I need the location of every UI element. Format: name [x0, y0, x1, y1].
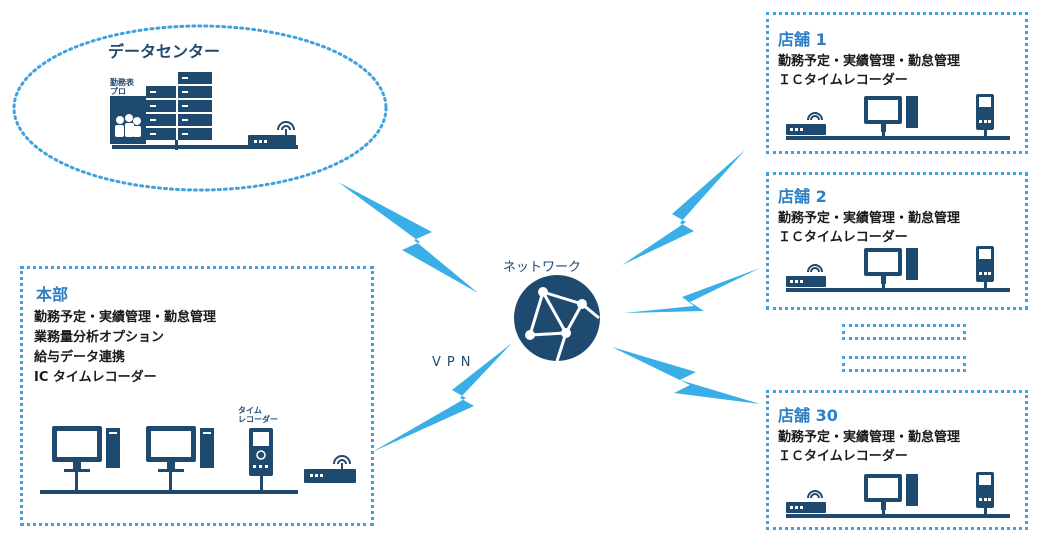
bolt-store1 [622, 150, 745, 265]
vpn-label: VPN [432, 355, 477, 370]
bolt-datacenter [338, 182, 478, 293]
store-2-title: 店舗 2 [778, 187, 827, 206]
store30-equipment [786, 472, 1010, 518]
server-rack [146, 72, 212, 140]
store2-equipment [786, 246, 1010, 292]
store-2-line-1: 勤務予定・実績管理・勤怠管理 [778, 211, 961, 226]
data-center-title: データセンター [108, 42, 221, 61]
network-label: ネットワーク [503, 260, 582, 275]
app-label: 勤務表 プロ [110, 78, 134, 96]
store-30-line-2: ＩＣタイムレコーダー [778, 449, 908, 464]
bolt-store2 [624, 268, 760, 313]
data-center-ellipse [12, 24, 388, 192]
store-1-line-1: 勤務予定・実績管理・勤怠管理 [778, 54, 961, 69]
time-recorder-label: タイム レコーダー [238, 406, 278, 424]
store-30-line-1: 勤務予定・実績管理・勤怠管理 [778, 430, 961, 445]
store-2-line-2: ＩＣタイムレコーダー [778, 230, 908, 245]
people-icon [115, 114, 141, 137]
store1-equipment [786, 94, 1010, 140]
bolt-store30 [612, 347, 760, 404]
store-2-box [766, 172, 1028, 310]
ellipsis-box-1 [842, 324, 966, 340]
hq-line-4: IC タイムレコーダー [34, 370, 157, 385]
data-center-equipment [110, 72, 298, 150]
store-30-title: 店舗 30 [778, 406, 838, 425]
store-1-title: 店舗 1 [778, 30, 827, 49]
hq-line-3: 給与データ連携 [34, 350, 126, 365]
ellipsis-box-2 [842, 356, 966, 372]
store-30-box [766, 390, 1028, 530]
headquarters-box [20, 266, 374, 526]
store-1-box [766, 12, 1028, 154]
lightning-bolts [338, 150, 760, 452]
hq-line-2: 業務量分析オプション [34, 330, 165, 345]
headquarters-title: 本部 [36, 285, 69, 304]
hq-equipment [40, 426, 356, 494]
hq-line-1: 勤務予定・実績管理・勤怠管理 [34, 310, 217, 325]
dc-router [248, 135, 296, 149]
globe-icon [514, 275, 600, 362]
store-1-line-2: ＩＣタイムレコーダー [778, 73, 908, 88]
dc-bus-line [112, 145, 298, 149]
